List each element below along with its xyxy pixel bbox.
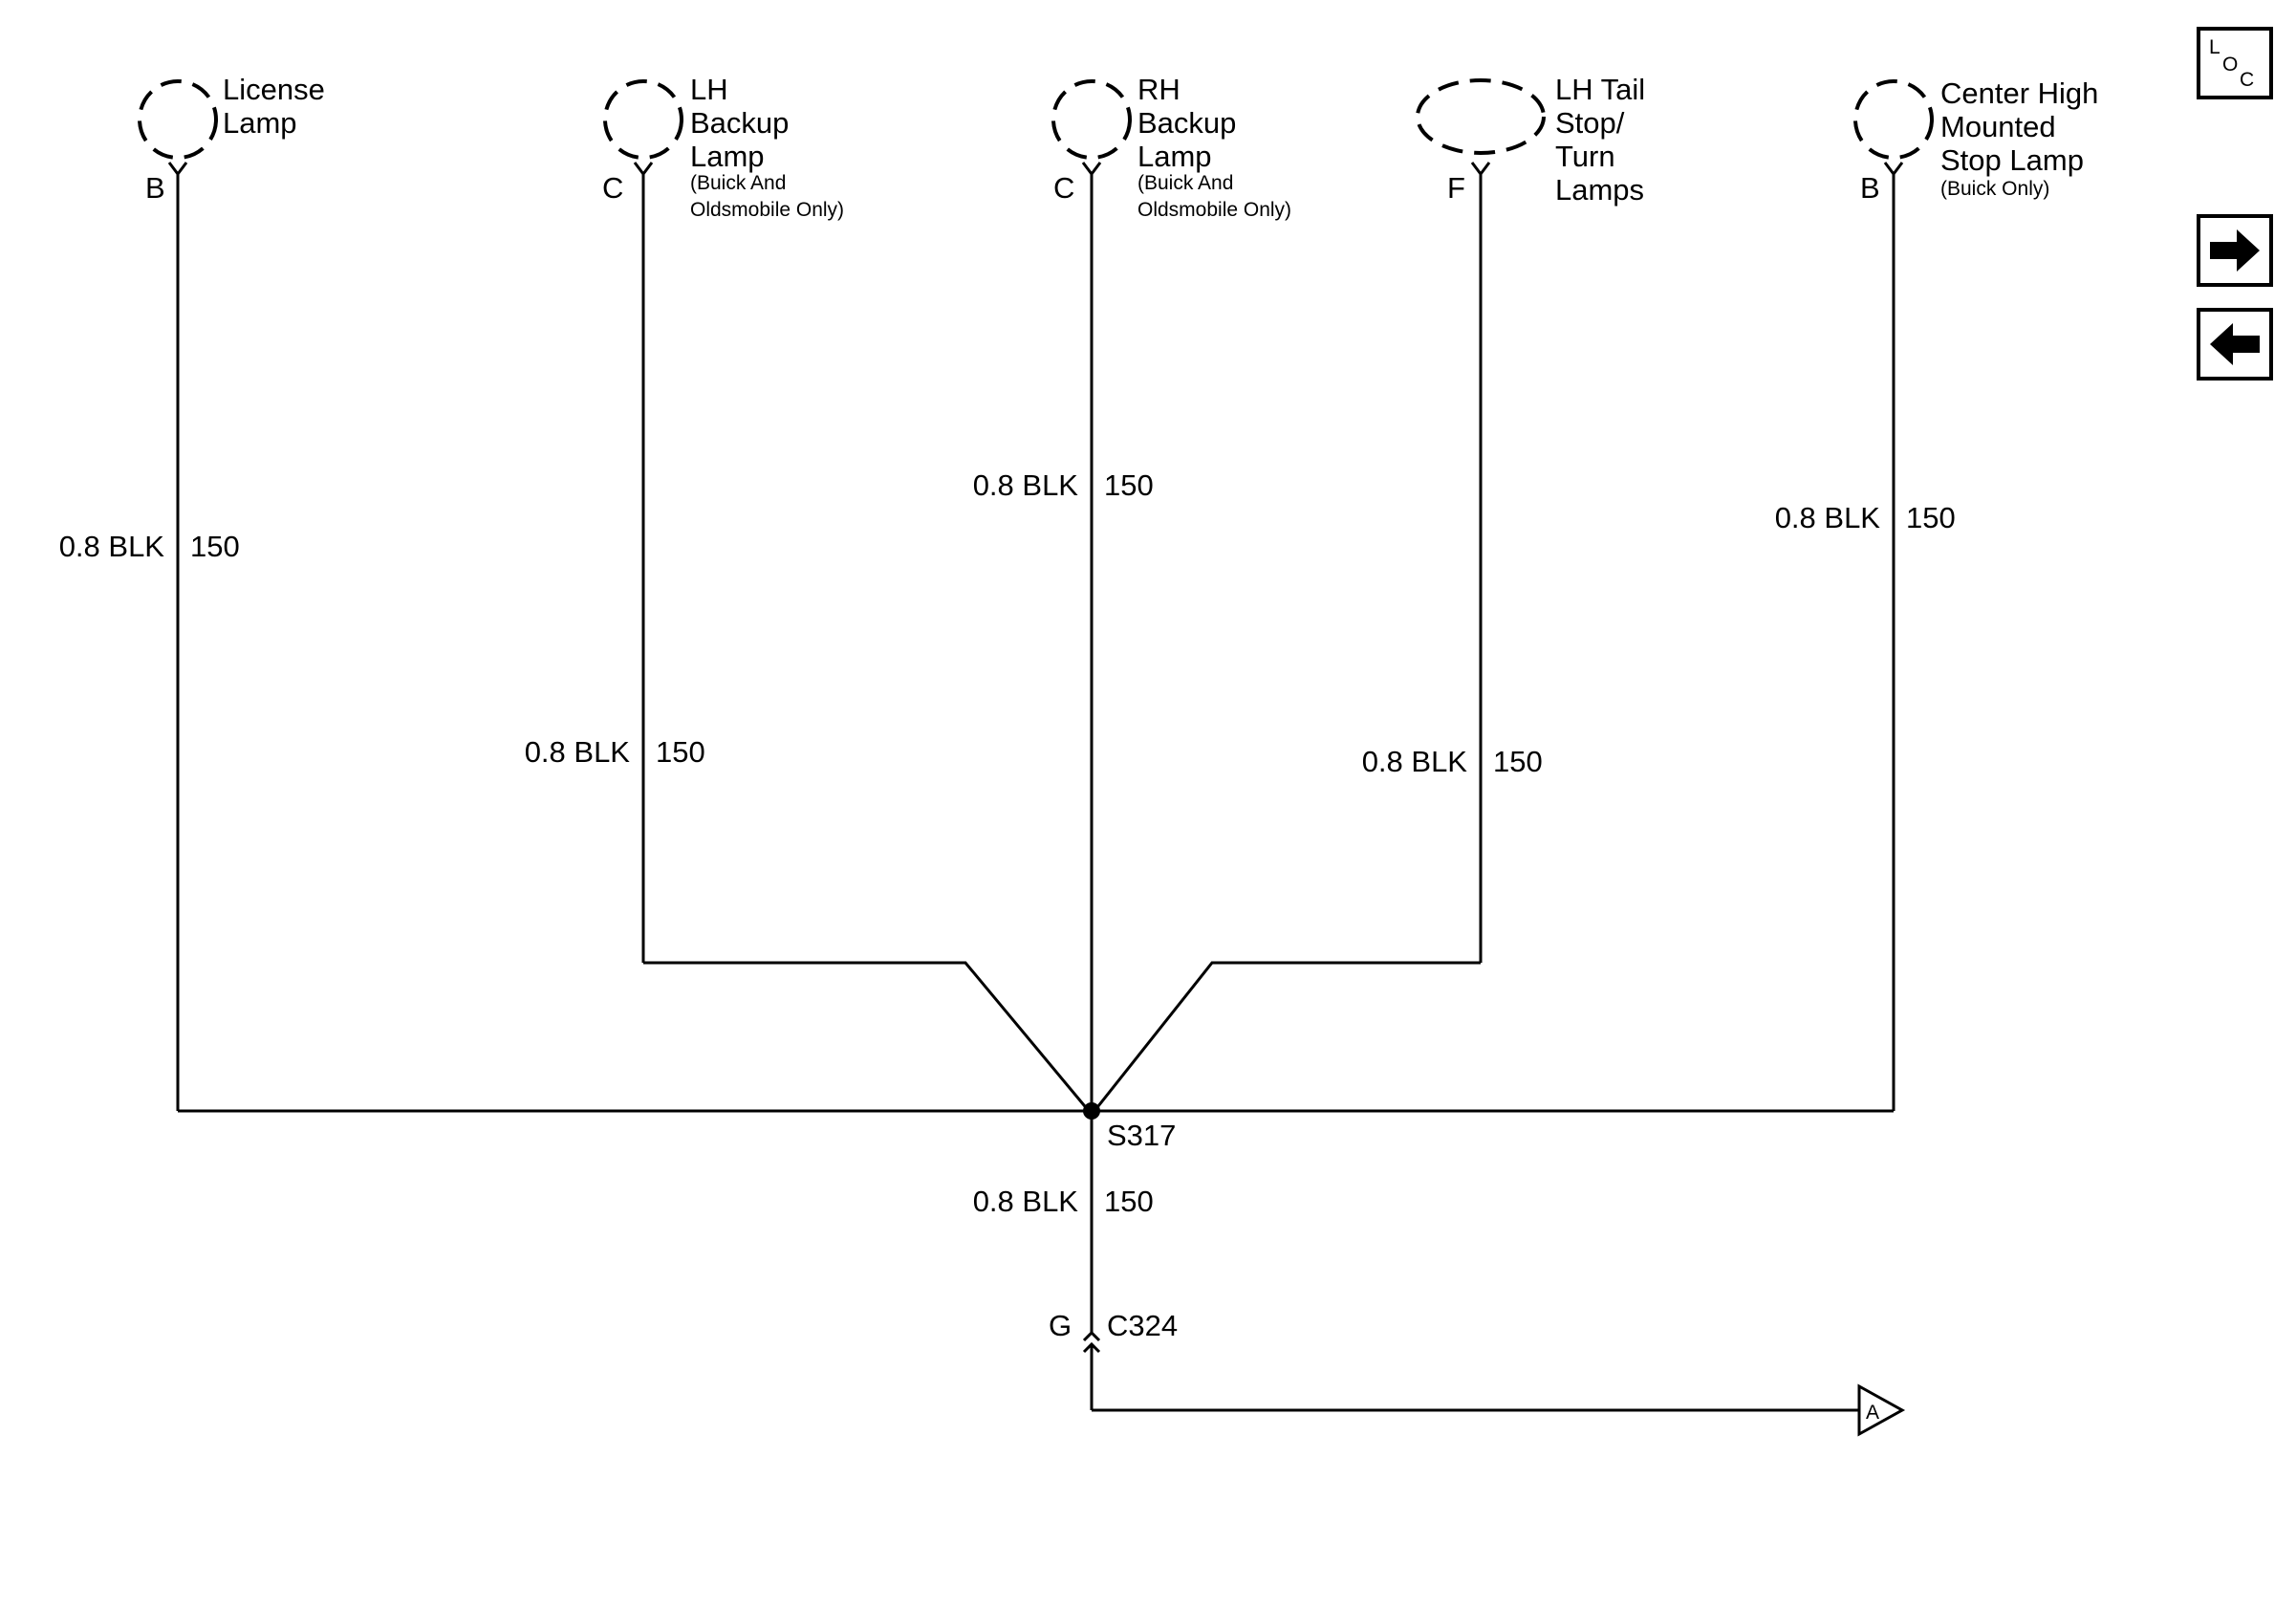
rh-backup-lamp-symbol [1051,79,1132,160]
license-pin-fork [167,162,188,177]
rh-backup-lamp-label: RH Backup Lamp (Buick And Oldsmobile Onl… [1137,73,1291,221]
svg-text:(Buick And: (Buick And [1137,172,1233,194]
offpage-triangle [1857,1383,1906,1437]
connector-pin-label: G [1049,1309,1072,1342]
connector-chevron-bottom [1082,1341,1101,1354]
next-page-button[interactable] [2197,214,2273,287]
lh-backup-pin-fork [633,162,654,177]
lh-tail-wire-gauge: 0.8 BLK [1362,745,1468,778]
prev-page-button[interactable] [2197,308,2273,381]
splice-out-wire-gauge: 0.8 BLK [973,1185,1079,1218]
license-wire-circuit: 150 [190,530,240,563]
chmsl-pin-fork [1883,162,1904,177]
svg-text:Lamps: Lamps [1555,173,1644,207]
loc-letter-l: L [2209,36,2220,58]
arrow-left-icon [2210,323,2260,365]
rh-backup-wire-circuit: 150 [1104,468,1154,502]
lh-tail-lamp-symbol [1416,78,1546,155]
lh-backup-lamp-label: LH Backup Lamp (Buick And Oldsmobile Onl… [690,73,844,221]
svg-text:Mounted: Mounted [1940,110,2056,143]
svg-text:Turn: Turn [1555,140,1615,173]
connector-label: C324 [1107,1309,1178,1342]
svg-text:Stop Lamp: Stop Lamp [1940,143,2084,177]
svg-text:LH: LH [690,73,728,106]
loc-button[interactable]: L O C [2197,27,2273,99]
chmsl-lamp-symbol [1853,79,1934,160]
chmsl-wire-circuit: 150 [1906,501,1956,534]
connector-chevron-top [1082,1330,1101,1342]
lh-backup-lamp-symbol [603,79,683,160]
lh-tail-pin-fork [1470,162,1491,177]
license-lamp-symbol [138,79,218,160]
svg-text:RH: RH [1137,73,1180,106]
svg-text:LH Tail: LH Tail [1555,73,1645,106]
license-wire-gauge: 0.8 BLK [59,530,165,563]
svg-text:Oldsmobile Only): Oldsmobile Only) [690,199,844,221]
lh-tail-pin-label: F [1447,171,1465,205]
offpage-label: A [1866,1402,1879,1424]
arrow-right-icon [2210,229,2260,272]
svg-text:Lamp: Lamp [690,140,765,173]
lh-tail-lamp-label: LH Tail Stop/ Turn Lamps [1555,73,1645,207]
splice-out-wire-circuit: 150 [1104,1185,1154,1218]
loc-letter-c: C [2240,69,2254,91]
splice-label: S317 [1107,1119,1176,1152]
svg-text:Center High: Center High [1940,76,2098,110]
lh-backup-wire-circuit: 150 [656,735,705,769]
lh-backup-wire-gauge: 0.8 BLK [525,735,631,769]
svg-text:Backup: Backup [690,106,789,140]
rh-backup-pin-label: C [1053,171,1074,205]
chmsl-lamp-label: Center High Mounted Stop Lamp (Buick Onl… [1940,76,2098,200]
rh-backup-pin-fork [1081,162,1102,177]
svg-text:Oldsmobile Only): Oldsmobile Only) [1137,199,1291,221]
svg-text:Lamp: Lamp [223,106,297,140]
svg-text:Backup: Backup [1137,106,1236,140]
chmsl-pin-label: B [1860,171,1880,205]
rh-backup-wire-gauge: 0.8 BLK [973,468,1079,502]
lh-tail-wire-circuit: 150 [1493,745,1543,778]
license-lamp-label: License Lamp [223,73,325,140]
license-pin-label: B [145,171,165,205]
lh-backup-wire-run [643,961,1091,1112]
svg-text:Stop/: Stop/ [1555,106,1625,140]
chmsl-wire-gauge: 0.8 BLK [1775,501,1881,534]
svg-text:(Buick And: (Buick And [690,172,786,194]
lh-tail-wire-run [1093,961,1481,1112]
loc-letter-o: O [2222,54,2238,76]
lh-backup-pin-label: C [602,171,623,205]
svg-text:Lamp: Lamp [1137,140,1212,173]
svg-text:(Buick Only): (Buick Only) [1940,178,2049,200]
splice-dot [1083,1102,1100,1120]
svg-text:License: License [223,73,325,106]
